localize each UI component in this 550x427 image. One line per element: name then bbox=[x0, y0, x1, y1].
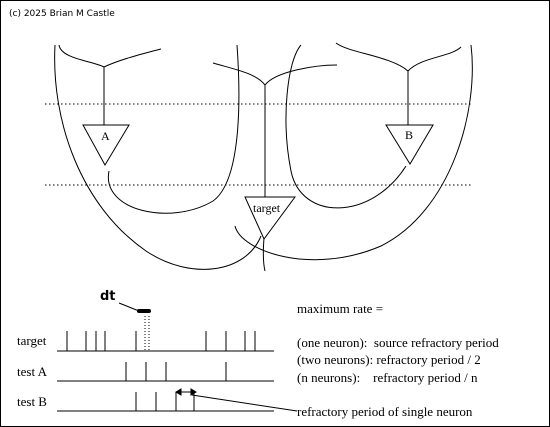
two-neurons-text: (two neurons): refractory period / 2 bbox=[297, 352, 481, 367]
neuron-a-axon bbox=[107, 44, 240, 214]
target-axon bbox=[262, 237, 266, 272]
one-neuron-text: (one neuron): source refractory period bbox=[297, 335, 499, 350]
spikes-test-b bbox=[135, 392, 195, 411]
neuron-b-dendrite-left bbox=[335, 42, 409, 72]
spikes-target bbox=[66, 331, 256, 351]
dt-label: dt bbox=[100, 289, 116, 304]
dt-bar bbox=[137, 309, 151, 313]
neuron-a-dendrite-right bbox=[103, 48, 162, 68]
row-label-test-b: test B bbox=[17, 394, 47, 409]
refractory-note: refractory period of single neuron bbox=[297, 404, 473, 419]
max-rate-text: maximum rate = bbox=[297, 301, 384, 316]
neuron-b-axon bbox=[285, 44, 407, 209]
target-dendrite-left bbox=[212, 62, 266, 86]
target-body bbox=[244, 196, 296, 240]
neuron-a-label: A bbox=[101, 129, 110, 143]
copyright-text: (c) 2025 Brian M Castle bbox=[9, 9, 115, 19]
neuron-a-dendrite-left bbox=[58, 44, 105, 68]
neuron-a-body bbox=[82, 124, 130, 167]
neuron-b-dendrite-right bbox=[407, 46, 462, 72]
spikes-test-a bbox=[125, 362, 227, 381]
target-dendrite-right bbox=[264, 64, 338, 86]
dt-pointer bbox=[118, 302, 140, 312]
neuron-b-body bbox=[385, 124, 434, 165]
target-label: target bbox=[253, 201, 281, 215]
row-label-target: target bbox=[17, 333, 47, 348]
big-u-curve-left bbox=[54, 44, 262, 270]
neuron-b-label: B bbox=[405, 128, 413, 142]
row-label-test-a: test A bbox=[17, 364, 47, 379]
big-u-curve-right bbox=[234, 44, 473, 261]
n-neurons-text: (n neurons): refractory period / n bbox=[297, 370, 478, 385]
refractory-pointer bbox=[191, 394, 298, 412]
